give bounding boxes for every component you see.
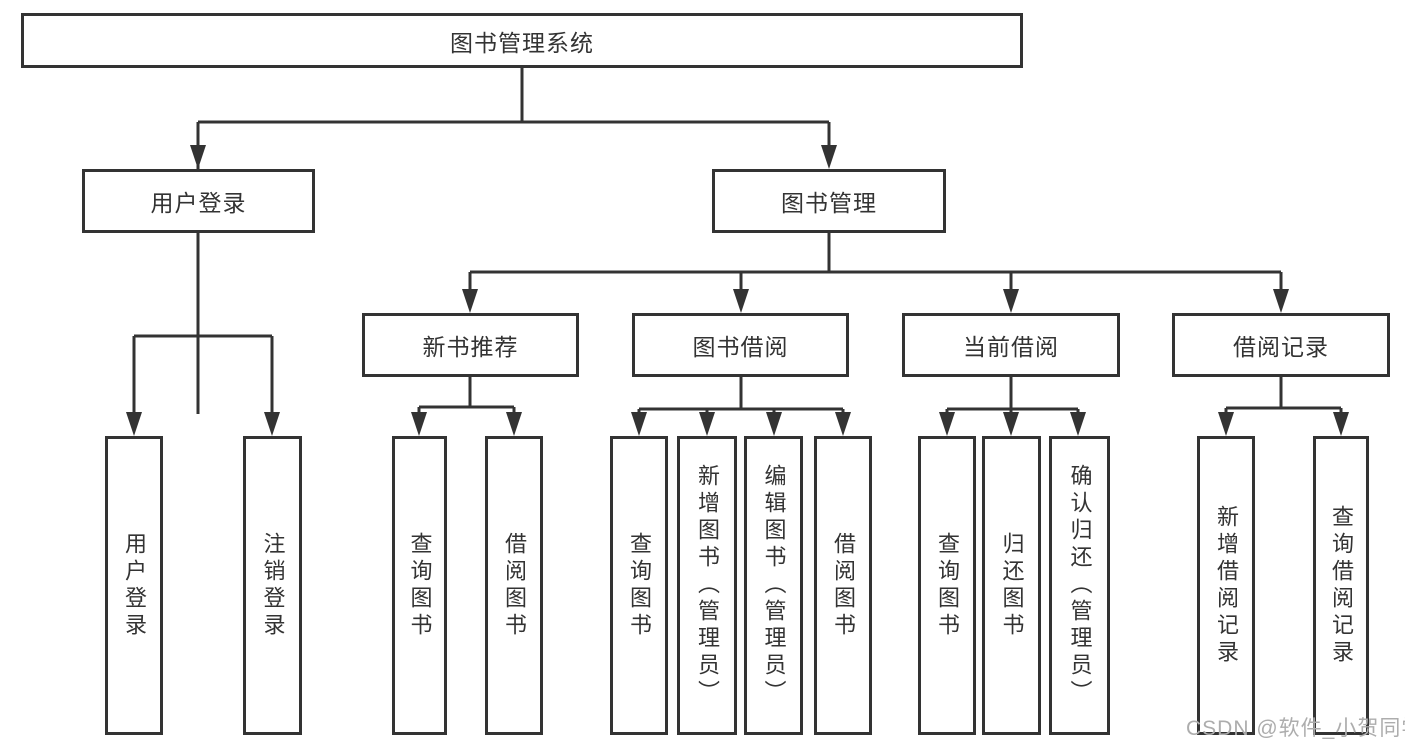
leaf-logout: 注销登录 bbox=[243, 436, 302, 735]
node-borrow-records-label: 借阅记录 bbox=[1233, 334, 1329, 360]
leaf-edit-books-admin: 编辑图书（管理员） bbox=[744, 436, 803, 735]
node-new-book-recommend: 新书推荐 bbox=[362, 313, 579, 377]
arrowhead bbox=[1218, 412, 1234, 436]
arrowhead bbox=[733, 289, 749, 313]
leaf-query-books-recommend-label: 查询图书 bbox=[407, 531, 433, 640]
leaf-user-login-label: 用户登录 bbox=[122, 531, 147, 640]
connector-userlogin-to-leaves bbox=[126, 233, 280, 436]
arrowhead bbox=[126, 412, 142, 436]
connector-bookmgmt-to-level3 bbox=[462, 233, 1289, 313]
arrowhead bbox=[699, 412, 715, 436]
node-current-borrowing-label: 当前借阅 bbox=[963, 334, 1059, 360]
leaf-add-books-admin: 新增图书（管理员） bbox=[677, 436, 737, 735]
arrowhead bbox=[835, 412, 851, 436]
arrowhead bbox=[462, 289, 478, 313]
node-borrow-records: 借阅记录 bbox=[1172, 313, 1390, 377]
leaf-add-books-admin-label: 新增图书（管理员） bbox=[695, 464, 720, 707]
arrowhead bbox=[766, 412, 782, 436]
leaf-logout-label: 注销登录 bbox=[260, 531, 286, 640]
leaf-query-books-current-label: 查询图书 bbox=[935, 531, 960, 640]
leaf-return-books-label: 归还图书 bbox=[999, 531, 1025, 640]
arrowhead bbox=[1003, 412, 1019, 436]
arrowhead bbox=[631, 412, 647, 436]
node-user-login-label: 用户登录 bbox=[150, 190, 247, 216]
csdn-watermark: CSDN @软件_小贺同学 bbox=[1186, 717, 1405, 740]
node-system-root-label: 图书管理系统 bbox=[450, 29, 594, 56]
arrowhead bbox=[821, 145, 837, 169]
node-book-borrowing: 图书借阅 bbox=[632, 313, 849, 377]
node-book-management: 图书管理 bbox=[712, 169, 946, 233]
arrowhead bbox=[1070, 412, 1086, 436]
leaf-confirm-return-admin: 确认归还（管理员） bbox=[1049, 436, 1110, 735]
arrowhead bbox=[1003, 289, 1019, 313]
arrowhead bbox=[264, 412, 280, 436]
leaf-add-borrow-record-label: 新增借阅记录 bbox=[1214, 504, 1239, 667]
node-book-borrowing-label: 图书借阅 bbox=[692, 334, 789, 360]
leaf-query-books-recommend: 查询图书 bbox=[392, 436, 447, 735]
leaf-borrow-books-label: 借阅图书 bbox=[831, 531, 856, 640]
leaf-query-borrow-record-label: 查询借阅记录 bbox=[1329, 504, 1354, 667]
node-book-management-label: 图书管理 bbox=[781, 190, 877, 216]
arrowhead bbox=[506, 412, 522, 436]
arrowhead bbox=[411, 412, 427, 436]
leaf-query-books-borrowing: 查询图书 bbox=[610, 436, 668, 735]
connector-records-to-leaves bbox=[1218, 377, 1349, 436]
arrowhead bbox=[1333, 412, 1349, 436]
node-new-book-recommend-label: 新书推荐 bbox=[422, 334, 519, 360]
leaf-user-login: 用户登录 bbox=[105, 436, 163, 735]
leaf-borrow-books-recommend-label: 借阅图书 bbox=[502, 531, 527, 640]
connector-currentborrow-to-leaves bbox=[939, 377, 1086, 436]
leaf-query-books-borrowing-label: 查询图书 bbox=[627, 531, 652, 640]
leaf-borrow-books-recommend: 借阅图书 bbox=[485, 436, 543, 735]
leaf-query-borrow-record: 查询借阅记录 bbox=[1313, 436, 1369, 735]
leaf-add-borrow-record: 新增借阅记录 bbox=[1197, 436, 1255, 735]
node-current-borrowing: 当前借阅 bbox=[902, 313, 1120, 377]
arrowhead bbox=[939, 412, 955, 436]
leaf-edit-books-admin-label: 编辑图书（管理员） bbox=[761, 464, 787, 707]
connector-newbooks-to-leaves bbox=[411, 377, 522, 436]
leaf-return-books: 归还图书 bbox=[982, 436, 1041, 735]
leaf-borrow-books: 借阅图书 bbox=[814, 436, 872, 735]
node-user-login: 用户登录 bbox=[82, 169, 315, 233]
arrowhead bbox=[190, 145, 206, 169]
connector-bookborrow-to-leaves bbox=[631, 377, 851, 436]
leaf-query-books-current: 查询图书 bbox=[918, 436, 976, 735]
node-system-root: 图书管理系统 bbox=[21, 13, 1023, 68]
connector-root-to-level2 bbox=[190, 68, 837, 414]
arrowhead bbox=[1273, 289, 1289, 313]
leaf-confirm-return-admin-label: 确认归还（管理员） bbox=[1067, 464, 1093, 707]
